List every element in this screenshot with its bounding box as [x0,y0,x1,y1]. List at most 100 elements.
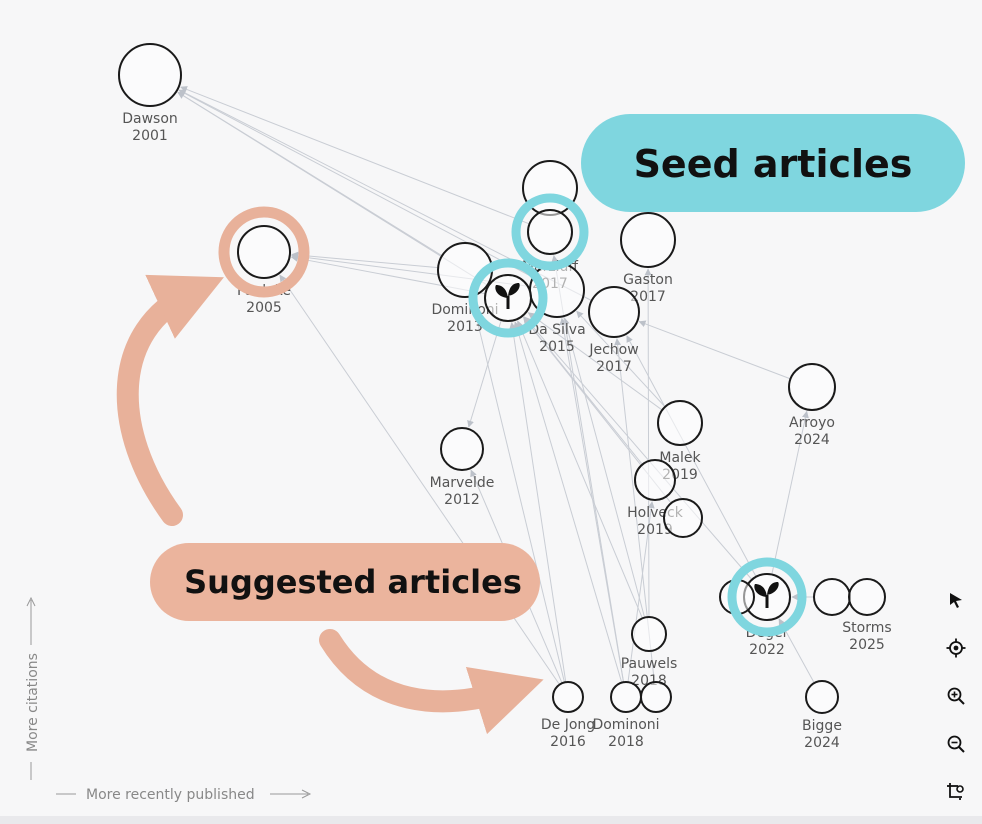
node-author: Malek [659,450,701,466]
node-year: 2018 [608,734,644,750]
node-year: 2017 [630,289,666,305]
sprout-icon [754,582,779,608]
node-author: Jechow [588,342,638,358]
citation-edge [177,91,443,257]
layout-settings-button[interactable] [936,772,976,812]
node-year: 2019 [637,522,673,538]
seed-highlight-ring [727,557,807,637]
citation-edge [180,86,530,225]
citation-edge [644,268,652,618]
node-year: 2024 [794,432,830,448]
suggested-arrow-lower [319,629,544,735]
zoom-out-button[interactable] [936,724,976,764]
node-circle [657,400,703,446]
node-author: Dominoni [592,717,659,733]
node-author: De Jong [541,717,595,733]
node-circle [610,681,642,713]
x-axis-label: More recently published [86,787,255,803]
node-year: 2024 [804,735,840,751]
zoom-out-icon [947,735,965,753]
suggested-articles-callout: Suggested articles [150,543,540,621]
seed-articles-text: Seed articles [634,142,913,186]
node-circle [805,680,839,714]
seed-highlight-ring [468,258,548,338]
node-author: Storms [842,620,891,636]
node-circle [237,225,291,279]
crop-gear-icon [947,783,964,800]
node-year: 2016 [550,734,586,750]
seed-highlight-ring [511,193,589,271]
node-circle [552,681,584,713]
node-year: 2001 [132,128,168,144]
node-author: Dawson [122,111,178,127]
node-circle [118,43,182,107]
node-circle [788,363,836,411]
node-circle [663,498,703,538]
article-nodes: Dawson2001Pauleke2005Marzluff2017Gaston2… [118,43,892,751]
node-circle [634,459,676,501]
node-circle [440,427,484,471]
citation-edge [513,321,623,683]
citation-edge [627,501,655,683]
article-node-storms2025a[interactable] [813,578,851,616]
node-circle [848,578,886,616]
citation-edge [469,297,565,683]
citation-edge [771,410,809,575]
x-axis-indicator: More recently published [56,787,312,803]
node-year: 2012 [444,492,480,508]
zoom-in-icon [947,687,965,705]
node-year: 2022 [749,642,785,658]
sprout-icon [495,283,520,309]
crosshair-icon [946,638,966,658]
graph-toolbar [936,580,976,820]
node-author: Bigge [802,718,842,734]
node-author: Arroyo [789,415,835,431]
citation-edge [562,317,646,618]
select-tool-button[interactable] [936,580,976,620]
node-circle [588,286,640,338]
node-year: 2025 [849,637,885,653]
citation-edge [467,319,502,428]
suggested-arrow-upper [116,274,224,526]
node-circle [527,209,573,255]
citation-edge [551,254,625,683]
suggested-articles-text: Suggested articles [184,563,522,601]
node-author: Da Silva [528,322,585,338]
bottom-scrollbar-track [0,816,982,824]
node-year: 2015 [539,339,575,355]
citation-edge [576,310,666,408]
node-circle [631,616,667,652]
article-node-dominoni2018b[interactable] [640,681,672,713]
cursor-icon [950,593,962,608]
node-author: Pauwels [621,656,678,672]
node-circle [620,212,676,268]
article-node-holveck2019b[interactable] [663,498,703,538]
node-year: 2005 [246,300,282,316]
citation-edge [516,320,643,619]
suggested-highlight-ring [218,206,310,298]
zoom-in-button[interactable] [936,676,976,716]
citation-edge [638,320,791,380]
citation-edge [291,251,439,269]
citation-edge [279,274,560,685]
citation-edge [523,316,753,580]
recenter-button[interactable] [936,628,976,668]
node-year: 2017 [596,359,632,375]
seed-articles-callout: Seed articles [581,114,965,212]
article-node-seed1[interactable] [484,274,532,322]
node-circle [640,681,672,713]
node-author: Marvelde [430,475,495,491]
